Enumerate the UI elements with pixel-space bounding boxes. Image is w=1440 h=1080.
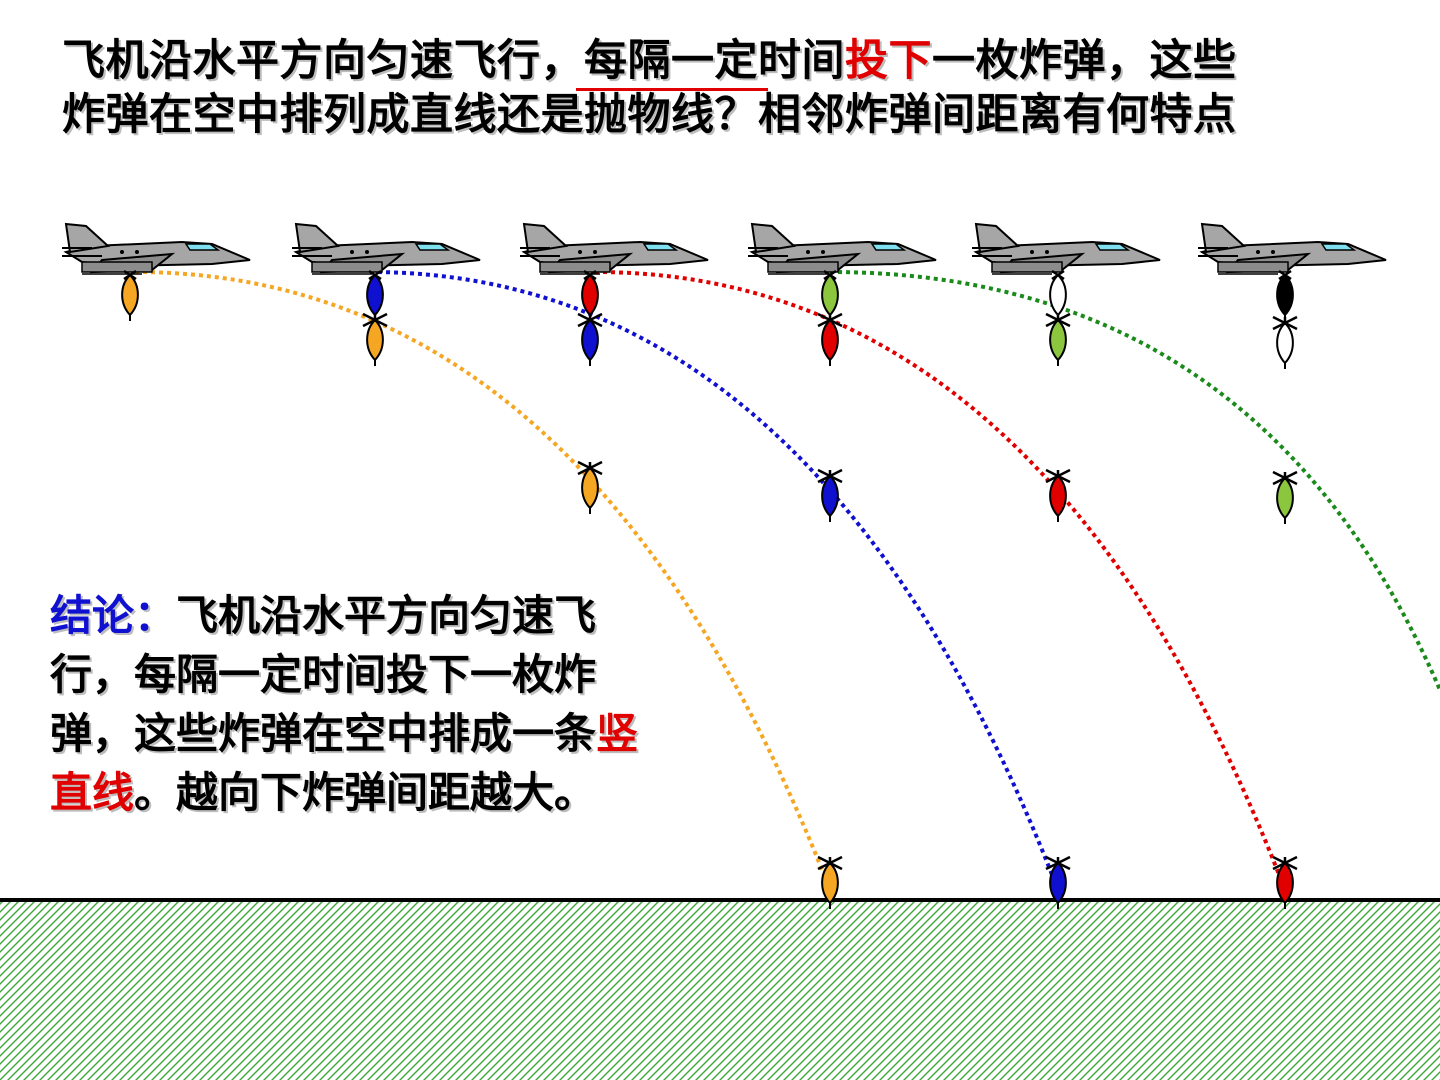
plane-4 [748,223,937,275]
conclusion-highlight: 竖直线 [50,709,639,817]
bomb-orange-3 [577,460,603,514]
plane-5 [972,223,1161,275]
conclusion-text: 结论：飞机沿水平方向匀速飞行，每隔一定时间投下一枚炸弹，这些炸弹在空中排成一条竖… [50,586,675,822]
ground [0,900,1440,1080]
bomb-blue-1 [366,269,384,321]
bomb-blue-2 [577,312,603,366]
bomb-red-3 [1045,468,1071,522]
question-line-2: 炸弹在空中排列成直线还是抛物线？相邻炸弹间距离有何特点 [62,90,1237,140]
plane-3 [520,223,709,275]
trajectory-green [829,270,1440,691]
trajectory-blue [369,270,1060,891]
trajectory-red [594,270,1287,891]
bomb-red-2 [817,312,843,366]
bomb-red-ground [1272,855,1298,909]
bomb-white-1 [1049,269,1067,321]
bomb-orange-ground [817,855,843,909]
bomb-white-2 [1272,315,1298,369]
plane-2 [292,223,481,275]
bomb-orange-2 [362,312,388,366]
question-part1: 飞机沿水平方向匀速飞行，每隔一定时间 [62,36,845,86]
question-part2: 一枚炸弹，这些 [932,36,1237,86]
bomb-lime-3 [1272,470,1298,524]
bomb-orange-1 [121,269,139,321]
bomb-lime-2 [1045,312,1071,366]
plane-6 [1198,223,1387,275]
question-line-1: 飞机沿水平方向匀速飞行，每隔一定时间投下一枚炸弹，这些 [62,34,1382,88]
bomb-blue-3 [817,468,843,522]
trajectory-orange [134,270,832,891]
bomb-black-1 [1276,269,1294,321]
bomb-blue-ground [1045,855,1071,909]
bomb-lime-1 [821,269,839,321]
plane-1 [62,223,251,275]
conclusion-body-2: 。越向下炸弹间距越大。 [134,768,597,817]
question-highlight: 投下 [845,36,932,86]
highlight-underline [576,88,768,91]
question-text: 飞机沿水平方向匀速飞行，每隔一定时间投下一枚炸弹，这些 炸弹在空中排列成直线还是… [62,34,1382,142]
conclusion-label: 结论： [50,591,177,640]
bomb-red-1 [581,269,599,321]
conclusion-body-1: 飞机沿水平方向匀速飞行，每隔一定时间投下一枚炸弹，这些炸弹在空中排成一条 [50,591,597,758]
